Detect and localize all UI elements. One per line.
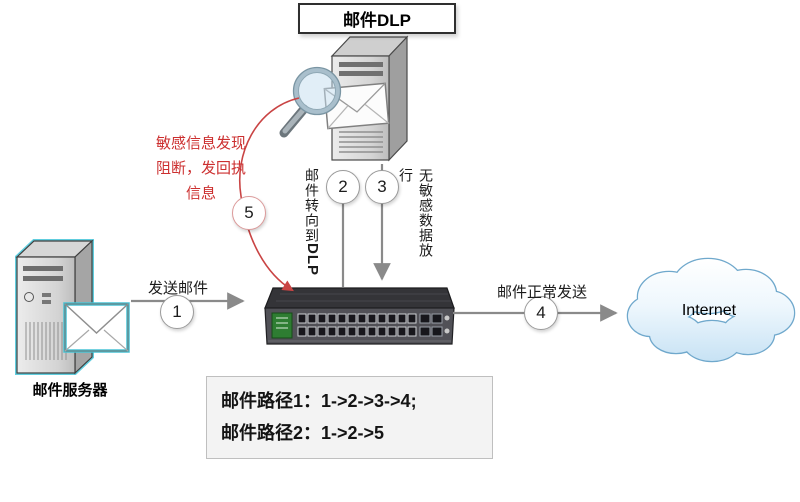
- label-normal-send: 邮件正常发送: [496, 284, 587, 301]
- step-circle-3: 3: [365, 170, 399, 204]
- step-number: 5: [244, 203, 254, 222]
- dlp-title: 邮件DLP: [343, 11, 411, 30]
- label-no-sensitive-pass: 无敏感数据放行: [398, 168, 434, 258]
- route-line-2: 邮件路径2：1->2->5: [221, 422, 385, 443]
- step-number: 1: [172, 302, 182, 321]
- label-dlp-text: DLP: [304, 243, 321, 276]
- alert-line-2: 阻断，发回执: [155, 160, 246, 177]
- arrow-blocked-return: [239, 97, 300, 292]
- internet-label: Internet: [681, 302, 737, 319]
- step-circle-4: 4: [524, 296, 558, 330]
- step-circle-1: 1: [160, 295, 194, 329]
- dlp-server-icon: [330, 35, 409, 162]
- step-number: 2: [338, 177, 348, 196]
- mail-envelope-icon: [63, 302, 130, 353]
- step-number: 4: [536, 303, 546, 322]
- step-circle-5: 5: [232, 196, 266, 230]
- label-redirect-to-dlp: 邮件转向到DLP: [302, 168, 322, 300]
- alert-line-3: 信息: [185, 185, 216, 202]
- network-switch-icon: [264, 287, 455, 345]
- dlp-title-box: 邮件DLP: [298, 3, 456, 34]
- label-send-mail: 发送邮件: [147, 280, 208, 297]
- step-circle-2: 2: [326, 170, 360, 204]
- magnifier-icon: [279, 66, 342, 138]
- label-blocked-return: 敏感信息发现 阻断，发回执 信息: [138, 131, 264, 206]
- mail-server-label: 邮件服务器: [32, 382, 108, 399]
- alert-line-1: 敏感信息发现: [155, 135, 246, 152]
- label-redirect-text: 邮件转向到: [304, 168, 320, 243]
- route-legend: 邮件路径1：1->2->3->4; 邮件路径2：1->2->5: [206, 376, 493, 459]
- step-number: 3: [377, 177, 387, 196]
- route-line-1: 邮件路径1：1->2->3->4;: [221, 391, 417, 411]
